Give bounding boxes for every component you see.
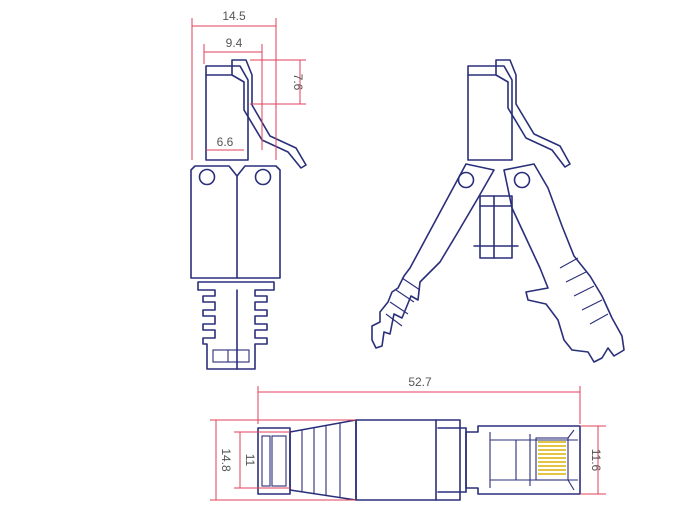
open-plug-head <box>467 65 513 161</box>
side-contacts <box>535 437 569 481</box>
front-latch <box>231 59 307 169</box>
side-plug <box>465 425 581 495</box>
open-latch <box>495 59 571 168</box>
front-boot <box>197 281 275 370</box>
open-left-arm <box>371 163 495 349</box>
front-pivot-left <box>198 168 216 186</box>
side-dimensions: 52.7 14.8 11 11.6 <box>210 375 606 501</box>
dim-body-height: 14.8 <box>219 448 233 472</box>
front-view-closed <box>190 59 307 370</box>
dim-latch-offset: 9.4 <box>226 36 243 50</box>
side-boot-cap <box>257 427 291 495</box>
dim-overall-width: 14.5 <box>222 9 246 23</box>
front-view-open <box>371 59 625 363</box>
dim-boot-height: 11 <box>243 454 257 467</box>
front-body <box>190 165 238 279</box>
open-right-arm <box>503 163 625 363</box>
open-pivot-left <box>457 171 475 189</box>
front-plug-head <box>205 65 249 161</box>
front-pivot-right <box>254 168 272 186</box>
open-pivot-right <box>513 171 531 189</box>
dim-plug-height: 11.6 <box>589 449 603 472</box>
dim-total-length: 52.7 <box>408 375 432 389</box>
dim-latch-height: 7.6 <box>291 74 305 91</box>
front-dimensions: 14.5 9.4 7.6 6.6 <box>191 9 306 160</box>
side-view <box>257 419 581 501</box>
side-body <box>355 419 461 501</box>
dim-plug-half-width: 6.6 <box>217 135 234 149</box>
side-boot-taper <box>289 419 357 501</box>
